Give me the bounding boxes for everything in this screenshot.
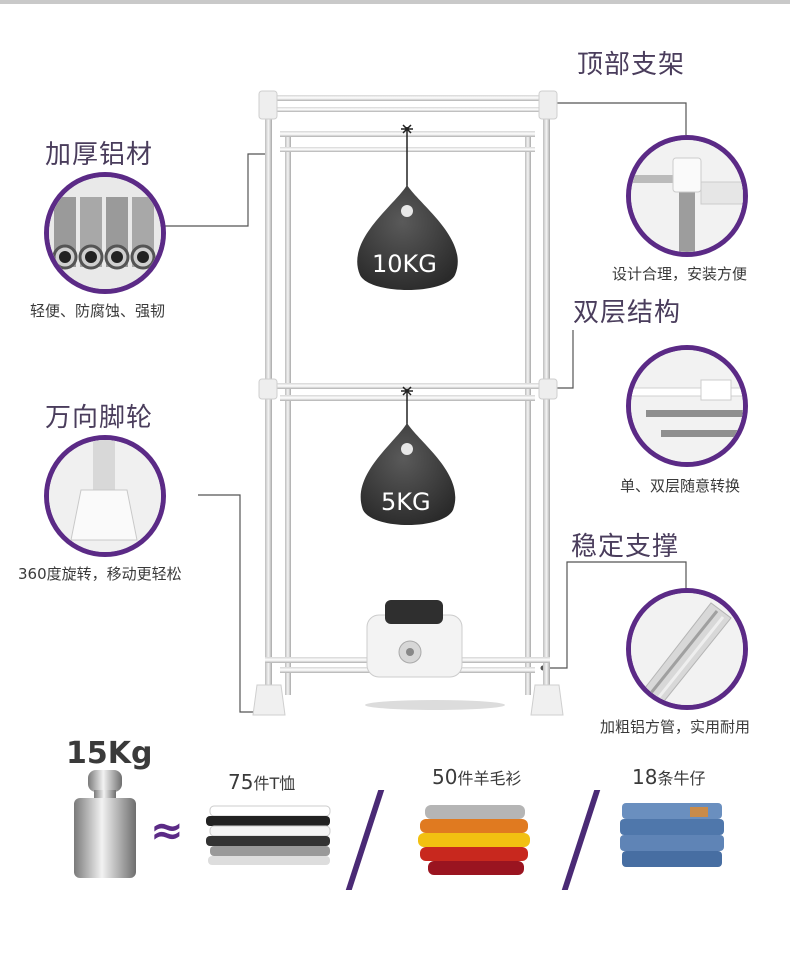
capacity-tshirt-unit: 件T恤 <box>253 774 296 793</box>
feature-top-desc: 设计合理，安装方便 <box>612 265 748 283</box>
weight-10kg-label: 10KG <box>372 250 437 278</box>
weight-10kg-shape <box>357 185 458 290</box>
approx-symbol: ≈ <box>150 808 184 854</box>
feature-aluminum-title: 加厚铝材 <box>45 140 154 170</box>
top-divider <box>0 0 790 4</box>
double-rail-icon <box>626 345 748 467</box>
jeans-stack-icon <box>620 803 724 867</box>
feature-support-title: 稳定支撑 <box>571 532 680 562</box>
square-tube-icon <box>626 588 748 710</box>
weight-5kg-label: 5KG <box>381 488 431 516</box>
feature-aluminum-desc: 轻便、防腐蚀、强韧 <box>30 302 166 320</box>
feature-support-desc: 加粗铝方管，实用耐用 <box>600 718 751 736</box>
weight-icon <box>74 770 136 878</box>
line-support <box>543 561 687 669</box>
line-aluminum <box>162 153 268 227</box>
capacity-tshirt-label: 75件T恤 <box>228 770 295 794</box>
line-top <box>553 102 687 135</box>
capacity-jeans-unit: 条牛仔 <box>657 769 706 788</box>
feature-double-desc: 单、双层随意转换 <box>620 477 741 495</box>
drying-rack <box>252 90 564 716</box>
capacity-jeans-label: 18条牛仔 <box>632 765 705 789</box>
feature-top-title: 顶部支架 <box>577 50 686 80</box>
capacity-sweater-unit: 件羊毛衫 <box>457 769 522 788</box>
caster-foot-icon <box>44 435 166 557</box>
feature-caster-title: 万向脚轮 <box>45 403 154 433</box>
capacity-sweater-label: 50件羊毛衫 <box>432 765 521 789</box>
tshirt-stack-icon <box>206 805 331 865</box>
capacity-sweater-count: 50 <box>432 765 458 789</box>
capacity-jeans-count: 18 <box>632 765 658 789</box>
line-caster <box>198 494 262 713</box>
total-weight: 15Kg <box>66 736 153 771</box>
feature-double-title: 双层结构 <box>573 298 682 328</box>
aluminum-tubes-icon <box>44 172 166 294</box>
top-joint-icon <box>626 135 748 257</box>
sweater-stack-icon <box>418 805 530 875</box>
feature-caster-desc: 360度旋转，移动更轻松 <box>18 565 182 583</box>
weight-5kg-shape <box>360 423 456 525</box>
capacity-tshirt-count: 75 <box>228 770 254 794</box>
